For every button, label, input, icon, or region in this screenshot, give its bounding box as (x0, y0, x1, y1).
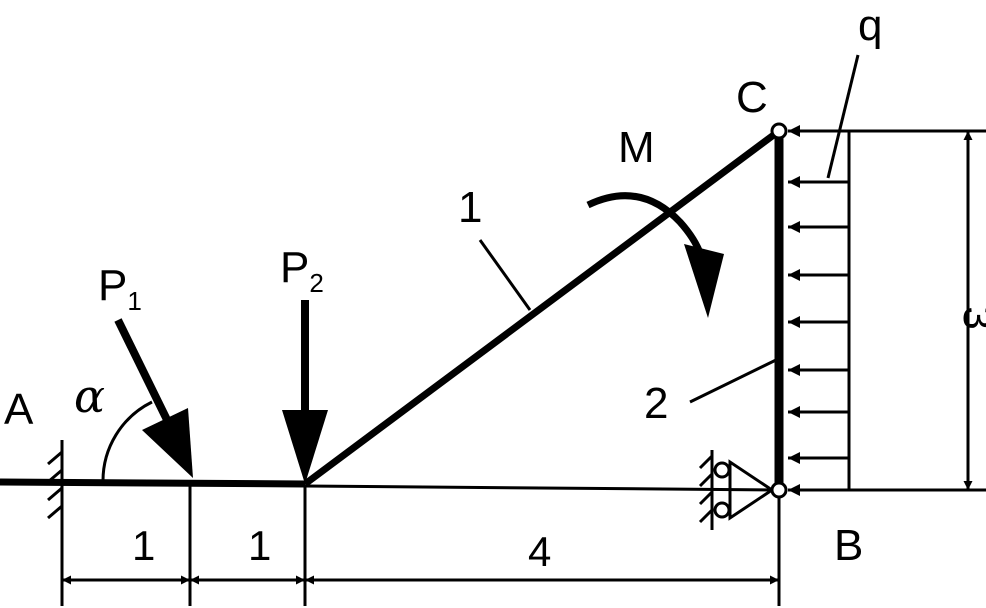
label-member-2: 2 (644, 379, 668, 428)
hinge-b (770, 481, 788, 499)
angle-alpha-arc (101, 400, 153, 483)
label-p1-main: P (98, 261, 127, 310)
roller-support-b (698, 450, 773, 530)
horizontal-beam (0, 478, 306, 488)
label-q: q (858, 1, 882, 50)
dimension-extension-lines (60, 129, 986, 606)
member-2-leader (689, 358, 777, 404)
dimension-arrows (62, 131, 973, 585)
member-1 (302, 128, 782, 487)
member-1-leader (478, 239, 532, 311)
hinge-c (770, 122, 788, 140)
moment-m-arrow (586, 192, 724, 318)
label-m: M (618, 123, 655, 172)
dim-label-seg-1: 1 (132, 522, 155, 569)
label-a: A (4, 385, 34, 434)
dim-label-height: 3 (955, 306, 986, 329)
q-leader (826, 54, 860, 179)
label-p1-sub: 1 (127, 286, 141, 316)
label-p2-main: P (280, 243, 309, 292)
force-p1-arrow (114, 318, 193, 478)
label-p1: P1 (98, 261, 142, 316)
distributed-load-q (788, 125, 851, 496)
label-c: C (736, 73, 768, 122)
dim-label-seg-2: 1 (248, 522, 271, 569)
dim-label-seg-3: 4 (528, 528, 551, 575)
label-member-1: 1 (458, 183, 482, 232)
label-p2: P2 (280, 243, 324, 298)
force-p2-arrow (282, 300, 328, 484)
label-alpha: α (74, 369, 105, 423)
baseline-p2-b (304, 484, 780, 492)
label-p2-sub: 2 (309, 268, 323, 298)
label-b: B (834, 521, 863, 570)
